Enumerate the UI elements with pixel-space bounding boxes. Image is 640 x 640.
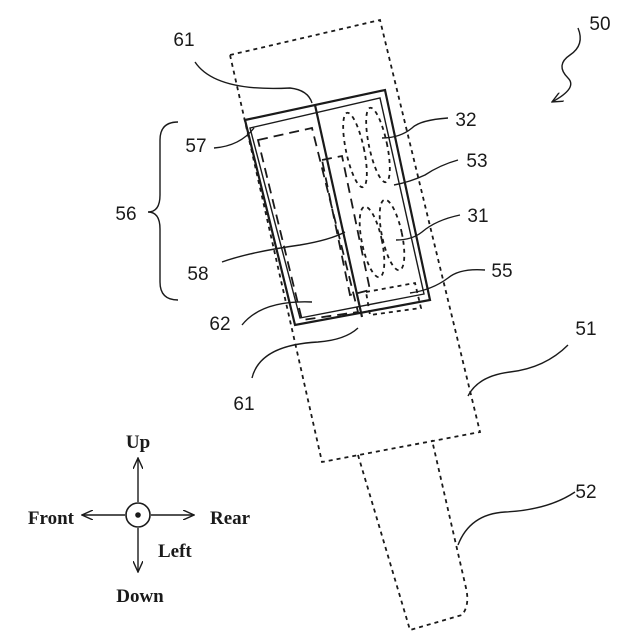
body-51-outline: [230, 20, 480, 462]
direction-front-label: Front: [28, 508, 75, 529]
label-32: 32: [455, 110, 476, 131]
label-51: 51: [575, 319, 596, 340]
label-61-bottom: 61: [233, 394, 254, 415]
label-55: 55: [491, 261, 512, 282]
cell-58-dashed: [322, 156, 370, 295]
module-divider-line: [315, 105, 362, 317]
leader-31: [396, 215, 460, 240]
label-61-top: 61: [173, 30, 194, 51]
label-56: 56: [115, 204, 136, 225]
leader-62: [242, 302, 312, 325]
leader-52: [458, 492, 575, 545]
left-indicator-dot: [135, 512, 141, 518]
brace-56: [148, 122, 178, 300]
leader-61-top: [195, 62, 312, 103]
label-58: 58: [187, 264, 208, 285]
label-62: 62: [209, 314, 230, 335]
label-31: 31: [467, 206, 488, 227]
direction-down-label: Down: [116, 586, 164, 607]
direction-rear-label: Rear: [210, 508, 251, 529]
arrow-50: [552, 28, 580, 102]
leader-61-bottom: [252, 328, 358, 378]
label-53: 53: [466, 151, 487, 172]
direction-left-label: Left: [158, 541, 192, 562]
direction-up-label: Up: [126, 432, 150, 453]
label-52: 52: [575, 482, 596, 503]
label-50: 50: [589, 14, 610, 35]
sensor-31-ellipse-b: [375, 198, 410, 273]
handle-52-outline: [358, 440, 467, 630]
label-57: 57: [185, 136, 206, 157]
leader-51: [468, 345, 568, 396]
